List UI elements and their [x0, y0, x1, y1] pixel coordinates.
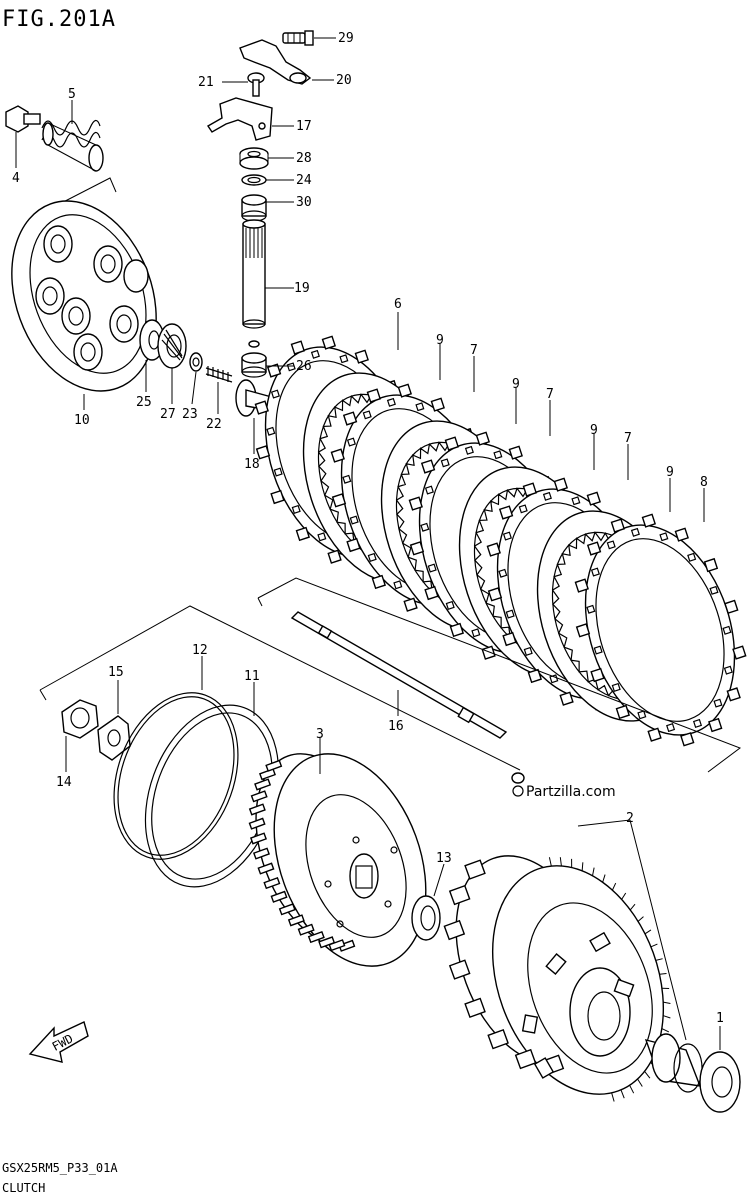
callout-3: 3: [316, 727, 324, 742]
callout-7b: 7: [546, 387, 554, 402]
callout-7c: 7: [624, 431, 632, 446]
washer-13: [411, 895, 441, 941]
callout-30: 30: [296, 195, 312, 210]
oil-seal-28: [239, 147, 269, 170]
callout-16: 16: [388, 719, 404, 734]
release-arm-assembly: [207, 30, 314, 378]
callout-19: 19: [294, 281, 310, 296]
callout-20: 20: [336, 73, 352, 88]
nut-14: [61, 699, 99, 739]
o-ring-12: [113, 692, 239, 860]
callout-22: 22: [206, 417, 222, 432]
plate-17: [207, 97, 273, 141]
callout-14: 14: [56, 775, 72, 790]
callout-23: 23: [182, 407, 198, 422]
ring-24: [241, 174, 267, 186]
callout-1: 1: [716, 1011, 724, 1026]
screw-21: [247, 72, 265, 97]
bolt-29: [282, 30, 314, 46]
callout-26: 26: [296, 359, 312, 374]
callout-21: 21: [198, 75, 214, 90]
callout-18: 18: [244, 457, 260, 472]
callout-9b: 9: [512, 377, 520, 392]
watermark: Partzilla.com: [512, 784, 616, 800]
footer-code: GSX25RM5_P33_01A: [2, 1161, 118, 1175]
callout-27: 27: [160, 407, 176, 422]
drive-plate: [574, 513, 747, 747]
callout-17: 17: [296, 119, 312, 134]
figure-title: FIG.201A: [2, 7, 116, 32]
footer-name: CLUTCH: [2, 1181, 45, 1195]
part-callouts: 29 20 21 17 28 24 30 19 26 5 4 10 25 27 …: [12, 31, 724, 1050]
housing-fingers: [443, 859, 565, 1075]
callout-4: 4: [12, 171, 20, 186]
callout-12: 12: [192, 643, 208, 658]
callout-9c: 9: [590, 423, 598, 438]
callout-28: 28: [296, 151, 312, 166]
callout-9d: 9: [666, 465, 674, 480]
callout-25: 25: [136, 395, 152, 410]
bolt-4: [5, 105, 41, 133]
spring-5: [41, 119, 104, 172]
thrust-bearing-27: [157, 323, 187, 369]
callout-9a: 9: [436, 333, 444, 348]
callout-7a: 7: [470, 343, 478, 358]
push-rod-16: [290, 611, 525, 784]
clutch-sleeve-hub-3: [248, 753, 427, 967]
callout-8: 8: [700, 475, 708, 490]
callout-24: 24: [296, 173, 312, 188]
callout-2: 2: [626, 811, 634, 826]
callout-15: 15: [108, 665, 124, 680]
callout-11: 11: [244, 669, 260, 684]
callout-5: 5: [68, 87, 76, 102]
callout-10: 10: [74, 413, 90, 428]
callout-13: 13: [436, 851, 452, 866]
fwd-arrow-icon: FWD: [28, 1021, 89, 1063]
clutch-plate-stack: [254, 335, 747, 747]
screw-22: [205, 366, 233, 383]
watermark-text: Partzilla.com: [526, 784, 616, 800]
callout-29: 29: [338, 31, 354, 46]
washer-15: [97, 715, 131, 761]
release-shaft-19: [242, 219, 266, 348]
callout-6: 6: [394, 297, 402, 312]
pressure-plate-10: [11, 200, 157, 392]
hub-splines: [248, 759, 356, 952]
bearing-30: [241, 194, 267, 222]
primary-driven-gear-2: [443, 855, 671, 1102]
release-lever-20: [239, 39, 312, 85]
spacer-sleeve: [644, 1033, 703, 1093]
nut-23: [189, 352, 203, 372]
bearing-26: [241, 352, 267, 378]
washer-1: [699, 1051, 741, 1113]
